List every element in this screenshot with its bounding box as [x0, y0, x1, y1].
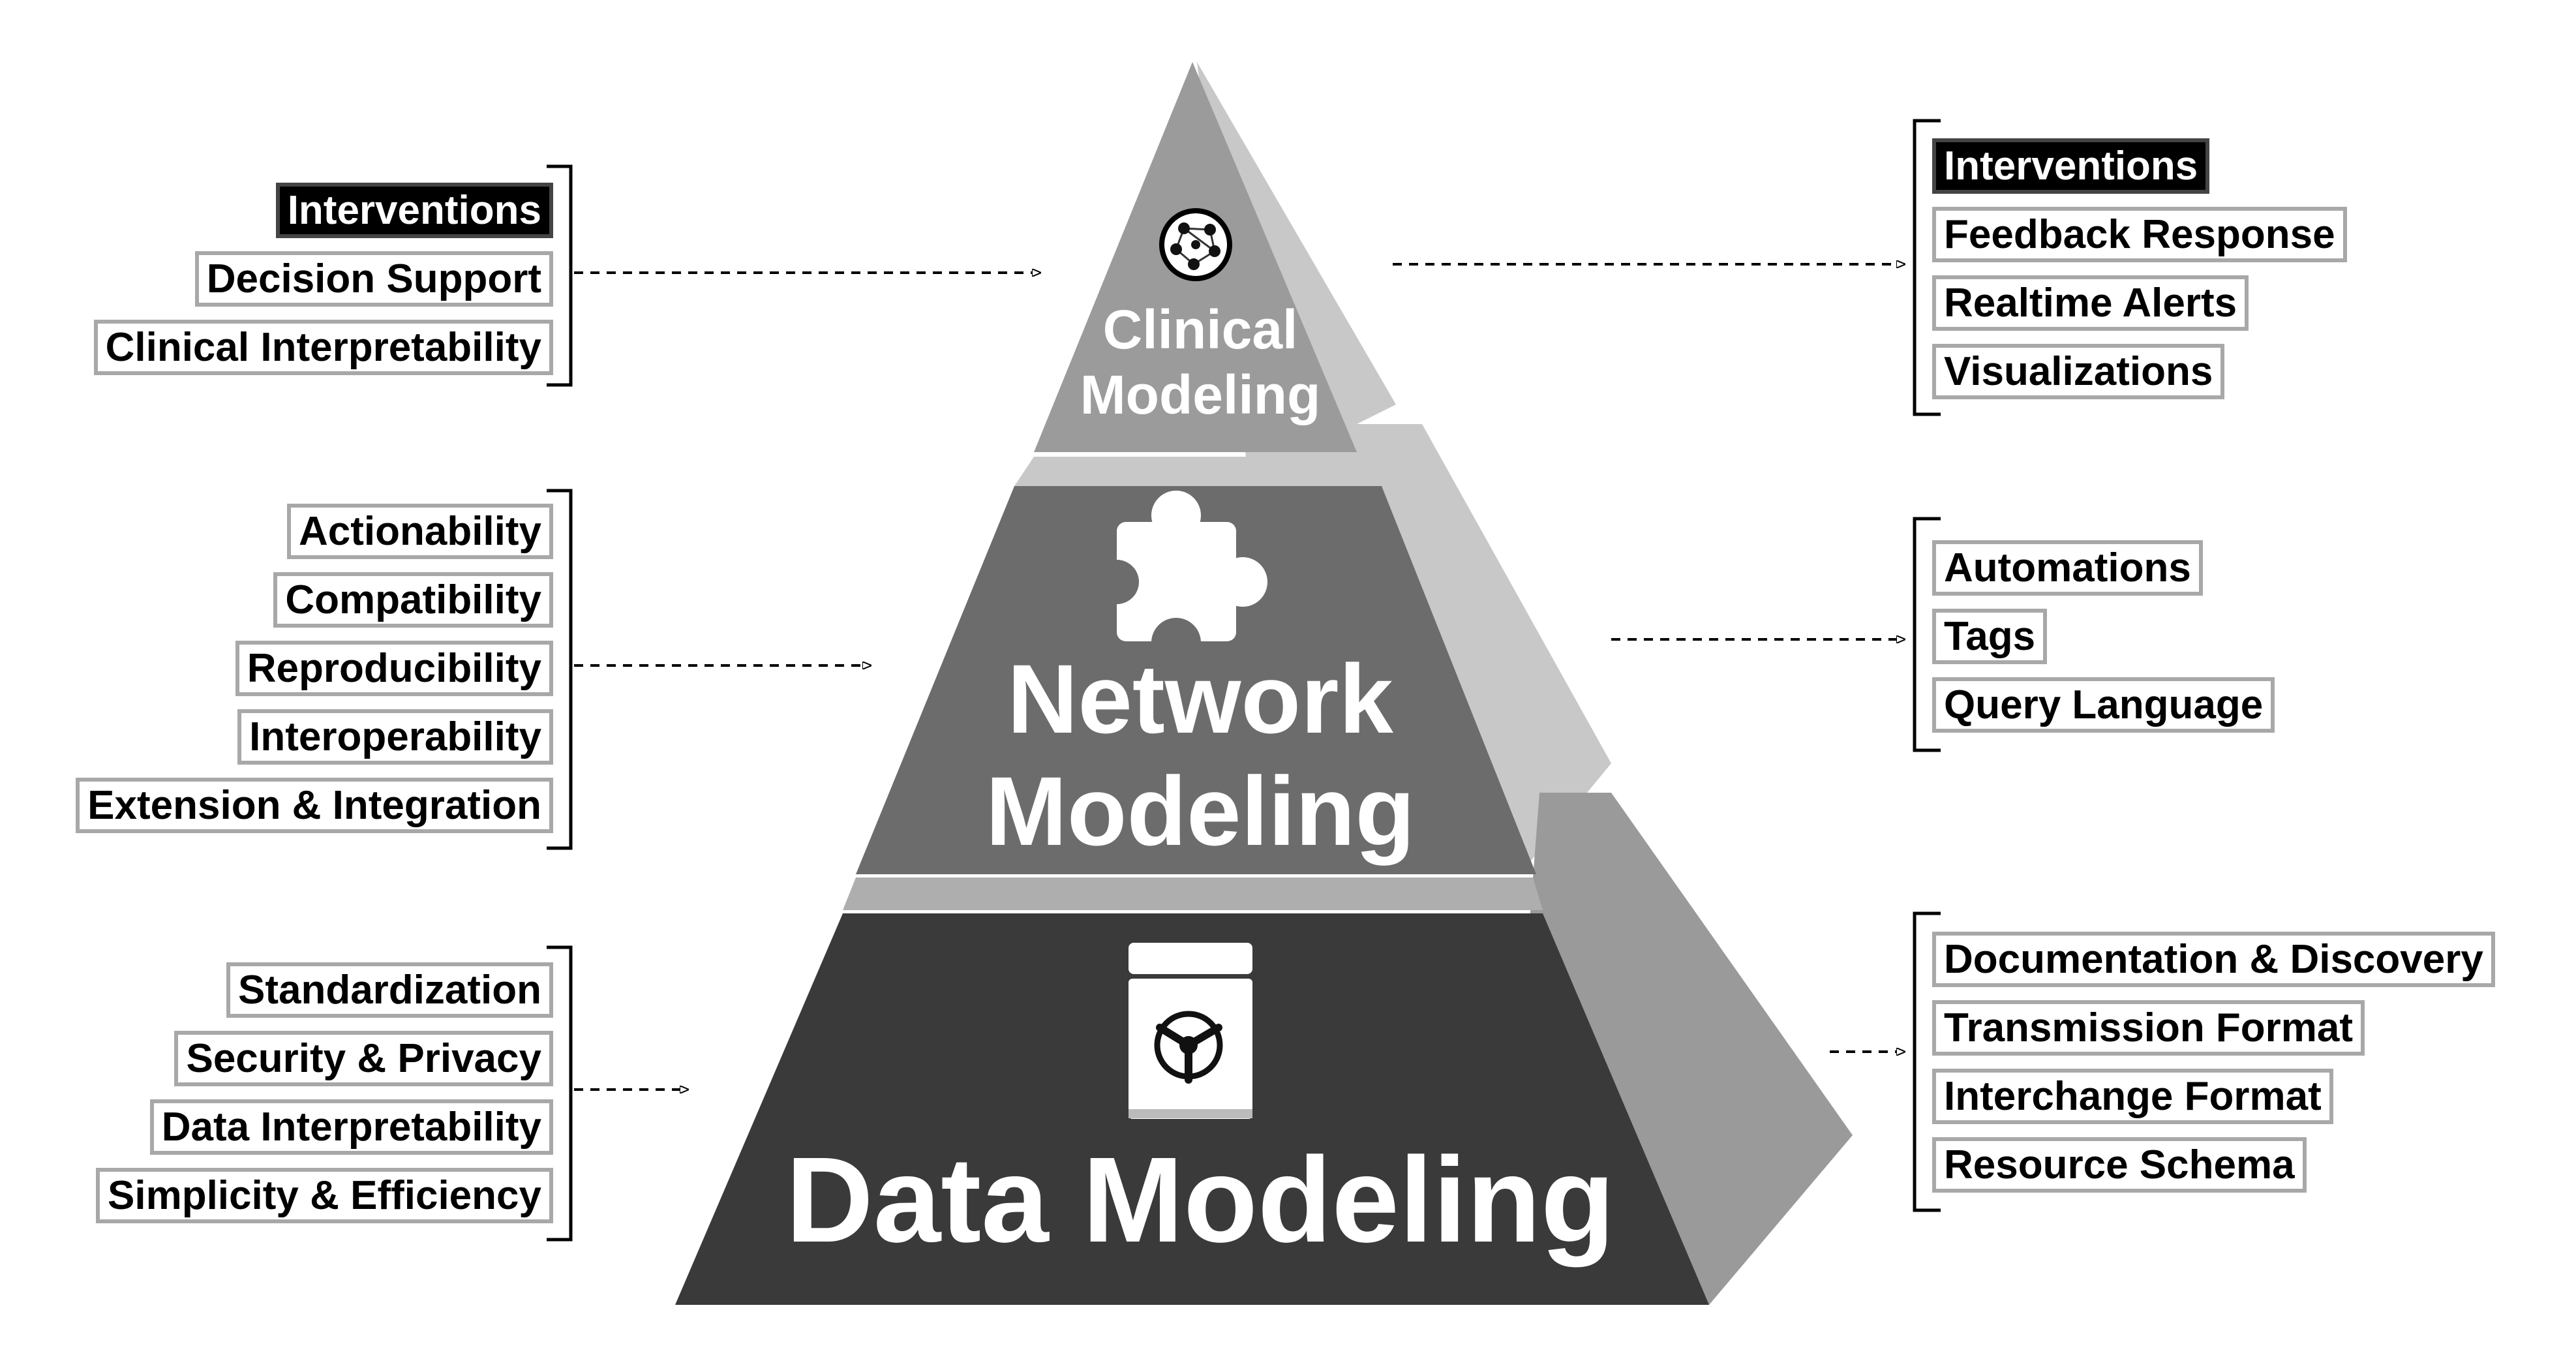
data-right-label: Transmission Format	[1932, 1000, 2365, 1056]
puzzle-piece-icon	[1095, 491, 1267, 667]
network-circle-icon	[1159, 208, 1232, 281]
bracket-data-right	[1913, 911, 1941, 1212]
network-right-label: Automations	[1932, 540, 2203, 596]
data-right-label: Documentation & Discovery	[1932, 932, 2495, 987]
bracket-data-left	[547, 945, 573, 1242]
clinical-right-label: Visualizations	[1932, 344, 2225, 399]
data-left-label: Security & Privacy	[174, 1031, 553, 1086]
bracket-clinical-right	[1913, 119, 1941, 416]
network-left-label: Compatibility	[273, 572, 553, 628]
tier-gap-band-upper	[1014, 457, 1383, 486]
bracket-network-left	[547, 489, 573, 850]
network-left-label: Reproducibility	[235, 641, 553, 696]
network-left-label: Interoperability	[237, 709, 553, 765]
clinical-right-label: Interventions	[1932, 138, 2210, 194]
bracket-clinical-left	[547, 164, 573, 387]
tier-network-front	[856, 486, 1536, 874]
clinical-right-label: Realtime Alerts	[1932, 275, 2249, 331]
data-right-label: Resource Schema	[1932, 1137, 2307, 1193]
data-left-label: Simplicity & Efficiency	[96, 1168, 553, 1223]
bracket-network-right	[1913, 517, 1941, 752]
network-right-label: Query Language	[1932, 677, 2275, 733]
tier-gap-band-lower	[843, 878, 1543, 910]
clinical-left-label: Interventions	[275, 183, 553, 238]
clinical-right-label: Feedback Response	[1932, 207, 2347, 262]
network-left-label: Extension & Integration	[76, 778, 553, 833]
data-left-label: Data Interpretability	[149, 1099, 553, 1155]
safe-vault-icon	[1129, 943, 1252, 1119]
clinical-left-label: Clinical Interpretability	[93, 320, 553, 375]
network-right-label: Tags	[1932, 609, 2048, 664]
tier-title-data: Data Modeling	[785, 1133, 1615, 1268]
clinical-left-label: Decision Support	[194, 251, 553, 307]
network-left-label: Actionability	[286, 504, 553, 559]
data-right-label: Interchange Format	[1932, 1069, 2333, 1124]
data-left-label: Standardization	[226, 962, 553, 1018]
